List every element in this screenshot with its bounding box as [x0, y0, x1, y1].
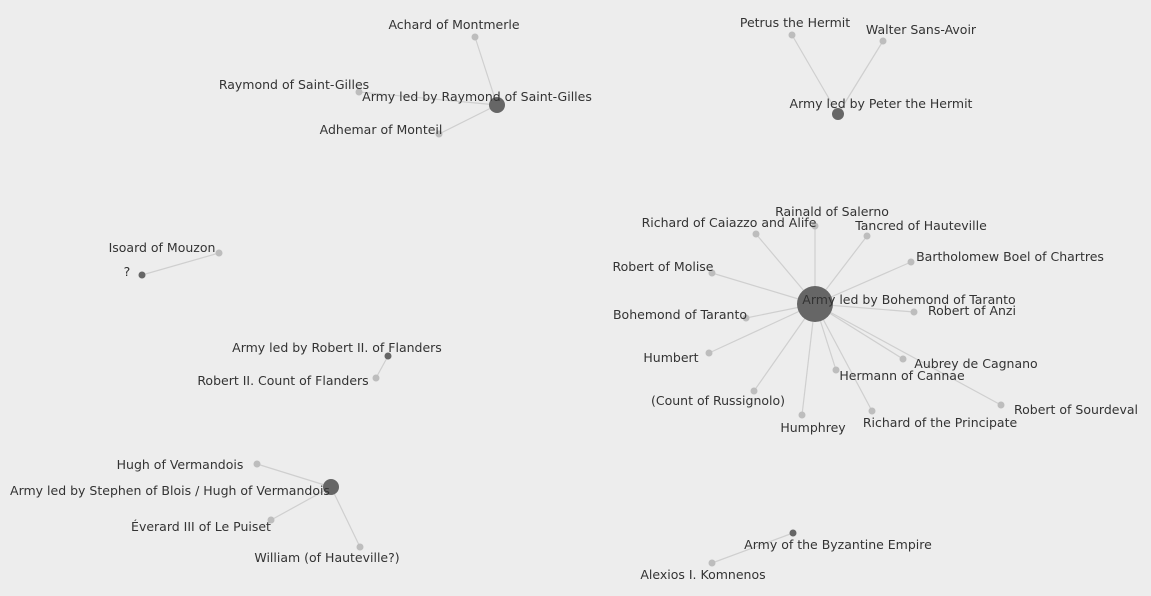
person-node-rainald-of-salerno[interactable] [811, 222, 819, 230]
person-node-richard-of-the-principate[interactable] [868, 407, 876, 415]
person-node-alexios-i-komnenos[interactable] [708, 559, 716, 567]
person-label-robert-of-sourdeval: Robert of Sourdeval [1014, 402, 1138, 417]
person-node-robert-of-sourdeval[interactable] [997, 401, 1005, 409]
person-label-petrus-the-hermit: Petrus the Hermit [740, 15, 850, 30]
edge-g2-walter [837, 40, 884, 115]
edge-g5-everard [270, 486, 332, 521]
edge-g1-raymond [358, 91, 498, 106]
person-label-robert-of-anzi: Robert of Anzi [928, 303, 1016, 318]
edge-g3-isoard [141, 252, 220, 276]
army-label-army-of-the-byzantine-empire: Army of the Byzantine Empire [744, 537, 932, 552]
army-label-army-led-by-bohemond-of-taranto: Army led by Bohemond of Taranto [802, 292, 1015, 307]
edge-g6-robert-sourdeval [814, 303, 1002, 406]
person-label-bohemond-of-taranto: Bohemond of Taranto [613, 307, 747, 322]
army-node-army-led-by-raymond-of-saint-gilles[interactable] [489, 97, 505, 113]
person-node-aubrey-de-cagnano[interactable] [899, 355, 907, 363]
person-node-tancred-of-hauteville[interactable] [863, 232, 871, 240]
person-label-walter-sans-avoir: Walter Sans-Avoir [866, 22, 977, 37]
person-node-hugh-of-vermandois[interactable] [253, 460, 261, 468]
person-label-richard-of-caiazzo-and-alife: Richard of Caiazzo and Alife [642, 215, 817, 230]
person-node-bartholomew-boel-of-chartres[interactable] [907, 258, 915, 266]
person-label-achard-of-montmerle: Achard of Montmerle [388, 17, 519, 32]
person-label-tancred-of-hauteville: Tancred of Hauteville [854, 218, 987, 233]
person-node-robert-of-anzi[interactable] [910, 308, 918, 316]
person-node-count-of-russignolo[interactable] [750, 387, 758, 395]
army-label-army-led-by-robert-ii-of-flanders: Army led by Robert II. of Flanders [232, 340, 442, 355]
node-layer [138, 31, 1005, 567]
person-node-richard-of-caiazzo-and-alife[interactable] [752, 230, 760, 238]
edge-g6-richard-principate [814, 303, 873, 412]
person-label-count-of-russignolo: (Count of Russignolo) [651, 393, 785, 408]
person-label-verard-iii-of-le-puiset: Éverard III of Le Puiset [131, 519, 271, 534]
person-label-william-of-hauteville: William (of Hauteville?) [254, 550, 399, 565]
army-node-army-led-by-peter-the-hermit[interactable] [832, 108, 844, 120]
edge-g4-robert [375, 355, 389, 379]
army-node-army-led-by-stephen-of-blois-hugh-of-vermandois[interactable] [323, 479, 339, 495]
person-node-adhemar-of-monteil[interactable] [435, 130, 443, 138]
person-node-verard-iii-of-le-puiset[interactable] [267, 516, 275, 524]
person-label-robert-of-molise: Robert of Molise [612, 259, 713, 274]
person-label-alexios-i-komnenos: Alexios I. Komnenos [640, 567, 765, 582]
person-label-richard-of-the-principate: Richard of the Principate [863, 415, 1018, 430]
person-node-achard-of-montmerle[interactable] [471, 33, 479, 41]
edge-g7-alexios [711, 532, 794, 564]
person-node-walter-sans-avoir[interactable] [879, 37, 887, 45]
army-node-army-led-by-bohemond-of-taranto[interactable] [797, 286, 833, 322]
person-node-robert-of-molise[interactable] [708, 269, 716, 277]
army-node-[interactable] [138, 271, 146, 279]
person-node-robert-ii-count-of-flanders[interactable] [372, 374, 380, 382]
army-label-army-led-by-stephen-of-blois-hugh-of-vermandois: Army led by Stephen of Blois / Hugh of V… [10, 483, 330, 498]
person-node-bohemond-of-taranto[interactable] [742, 314, 750, 322]
army-label-army-led-by-peter-the-hermit: Army led by Peter the Hermit [790, 96, 973, 111]
person-node-isoard-of-mouzon[interactable] [215, 249, 223, 257]
person-label-adhemar-of-monteil: Adhemar of Monteil [320, 122, 443, 137]
edge-g1-adhemar [438, 104, 498, 135]
person-node-raymond-of-saint-gilles[interactable] [355, 88, 363, 96]
person-node-hermann-of-cannae[interactable] [832, 366, 840, 374]
edge-g2-petrus [791, 34, 839, 115]
army-node-army-led-by-robert-ii-of-flanders[interactable] [384, 352, 392, 360]
edge-g6-humbert [708, 303, 816, 354]
army-label-army-led-by-raymond-of-saint-gilles: Army led by Raymond of Saint-Gilles [362, 89, 592, 104]
person-node-william-of-hauteville[interactable] [356, 543, 364, 551]
edge-g5-hugh [256, 463, 332, 488]
edge-g5-william [330, 486, 361, 548]
person-label-bartholomew-boel-of-chartres: Bartholomew Boel of Chartres [916, 249, 1104, 264]
person-node-humphrey[interactable] [798, 411, 806, 419]
person-label-aubrey-de-cagnano: Aubrey de Cagnano [914, 356, 1037, 371]
edge-g1-achard [474, 36, 498, 106]
person-label-hermann-of-cannae: Hermann of Cannae [839, 368, 965, 383]
person-label-isoard-of-mouzon: Isoard of Mouzon [109, 240, 216, 255]
person-label-hugh-of-vermandois: Hugh of Vermandois [117, 457, 244, 472]
person-node-petrus-the-hermit[interactable] [788, 31, 796, 39]
person-node-humbert[interactable] [705, 349, 713, 357]
label-layer: Army led by Raymond of Saint-Gilles Achar… [10, 15, 1138, 582]
edge-g6-humphrey [801, 303, 816, 416]
person-label-humphrey: Humphrey [780, 420, 846, 435]
person-label-raymond-of-saint-gilles: Raymond of Saint-Gilles [219, 77, 369, 92]
person-label-rainald-of-salerno: Rainald of Salerno [775, 204, 889, 219]
person-label-robert-ii-count-of-flanders: Robert II. Count of Flanders [197, 373, 368, 388]
person-label-humbert: Humbert [643, 350, 698, 365]
army-node-army-of-the-byzantine-empire[interactable] [789, 529, 797, 537]
army-label-: ? [124, 264, 131, 279]
